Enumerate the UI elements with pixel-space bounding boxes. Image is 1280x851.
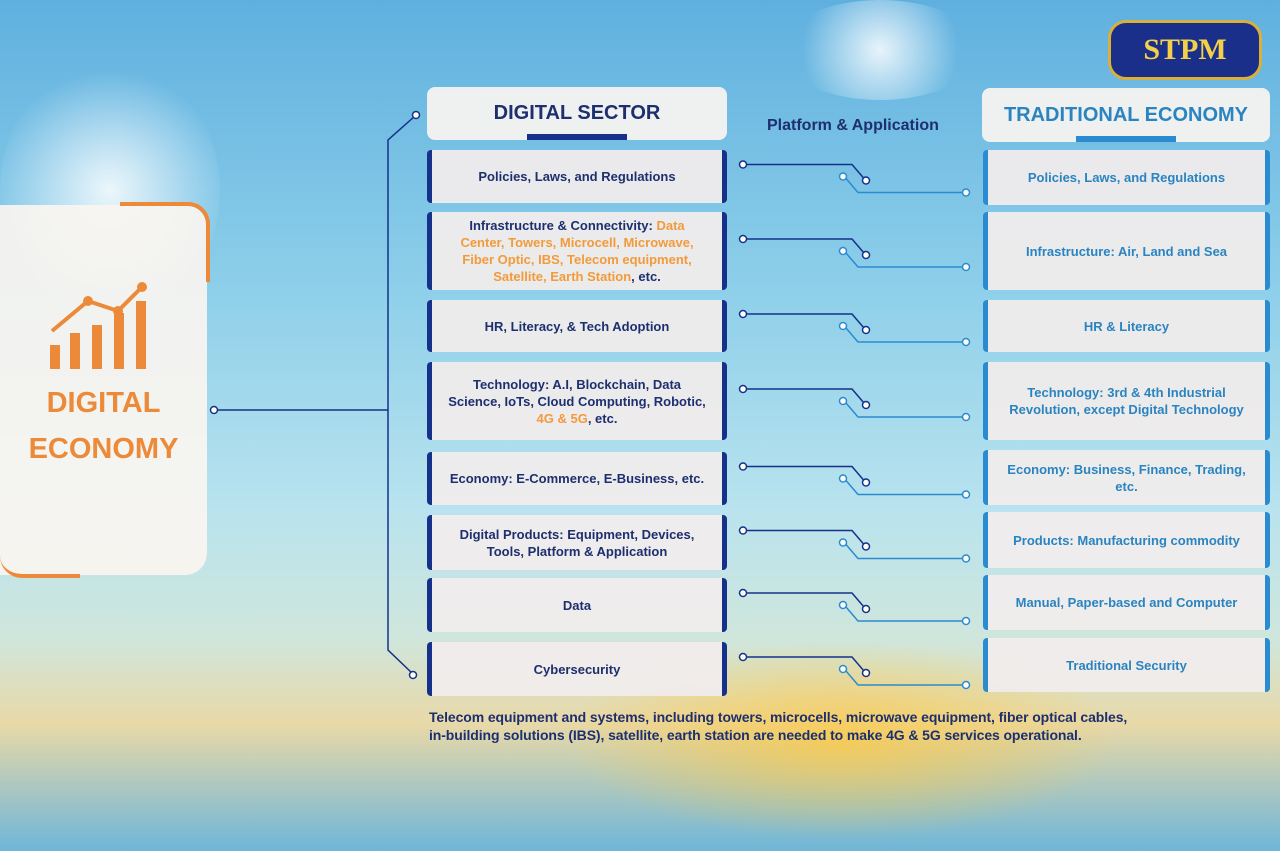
item-text: Technology: A.I, Blockchain, Data Scienc…: [446, 376, 708, 427]
connector-0: [738, 160, 971, 197]
connector-7: [738, 652, 971, 690]
stpm-logo: STPM: [1108, 20, 1262, 80]
item-text: Products: Manufacturing commodity: [1013, 532, 1240, 548]
item-text: Digital Products: Equipment, Devices, To…: [446, 526, 708, 560]
footer-line-2: in-building solutions (IBS), satellite, …: [429, 727, 1082, 743]
trunk-line: [218, 115, 416, 675]
digital-sector-item: Economy: E-Commerce, E-Business, etc.: [427, 452, 727, 505]
item-text-segment: Economy: E-Commerce, E-Business, etc.: [449, 471, 705, 486]
card-corner-accent: [0, 540, 80, 578]
connector-3: [738, 384, 971, 422]
light-glare: [780, 0, 980, 100]
item-text: Infrastructure: Air, Land and Sea: [1025, 243, 1228, 259]
item-text: Infrastructure & Connectivity: Data Cent…: [446, 217, 708, 285]
connector-lines: [209, 110, 971, 690]
item-text-segment: Data: [562, 597, 592, 613]
digital-sector-item: HR, Literacy, & Tech Adoption: [427, 300, 727, 352]
digital-sector-item: Digital Products: Equipment, Devices, To…: [427, 515, 727, 570]
item-text: Policies, Laws, and Regulations: [1027, 170, 1226, 185]
traditional-economy-title: TRADITIONAL ECONOMY: [1003, 104, 1249, 126]
traditional-economy-item: Traditional Security: [983, 638, 1270, 692]
item-text-segment: Cybersecurity: [533, 661, 621, 677]
digital-sector-title: DIGITAL SECTOR: [493, 102, 661, 124]
item-text: Technology: 3rd & 4th Industrial Revolut…: [1009, 385, 1244, 417]
connector-4: [738, 462, 971, 499]
digital-sector-item: Technology: A.I, Blockchain, Data Scienc…: [427, 362, 727, 440]
digital-sector-header: DIGITAL SECTOR: [427, 87, 727, 140]
connector-1: [738, 234, 971, 272]
traditional-economy-item: Infrastructure: Air, Land and Sea: [983, 212, 1270, 290]
item-text-segment: Infrastructure & Connectivity:: [469, 218, 657, 233]
item-text: Cybersecurity: [534, 661, 621, 678]
header-underline: [1076, 136, 1176, 142]
item-text: Traditional Security: [1066, 657, 1187, 673]
card-corner-accent: [120, 202, 210, 282]
digital-sector-item: Infrastructure & Connectivity: Data Cent…: [427, 212, 727, 290]
item-text-segment: Policies, Laws, and Regulations: [478, 169, 676, 184]
item-text: HR & Literacy: [1083, 318, 1170, 334]
traditional-economy-item: Manual, Paper-based and Computer: [983, 575, 1270, 630]
digital-sector-item: Policies, Laws, and Regulations: [427, 150, 727, 203]
traditional-economy-item: Products: Manufacturing commodity: [983, 512, 1270, 568]
connector-5: [738, 526, 971, 563]
digital-label: DIGITAL: [46, 387, 161, 419]
item-text: Economy: Business, Finance, Trading, etc…: [1007, 461, 1246, 494]
traditional-economy-item: HR & Literacy: [983, 300, 1270, 352]
digital-economy-card: DIGITAL ECONOMY: [0, 205, 207, 575]
connector-2: [738, 309, 971, 347]
traditional-economy-item: Economy: Business, Finance, Trading, etc…: [983, 450, 1270, 505]
item-text-segment: Technology: A.I, Blockchain, Data Scienc…: [448, 376, 706, 409]
traditional-economy-header: TRADITIONAL ECONOMY: [982, 88, 1270, 142]
item-text-segment: Digital Products: Equipment, Devices, To…: [459, 526, 695, 559]
digital-sector-item: Cybersecurity: [427, 642, 727, 696]
economy-label: ECONOMY: [28, 433, 179, 465]
footer-line-1: Telecom equipment and systems, including…: [429, 709, 1128, 725]
item-text-segment: , etc.: [587, 410, 618, 426]
header-underline: [527, 134, 627, 140]
highlight-text: Data Center, Towers, Microcell, Microwav…: [460, 218, 694, 284]
traditional-economy-item: Technology: 3rd & 4th Industrial Revolut…: [983, 362, 1270, 440]
item-text-segment: HR, Literacy, & Tech Adoption: [484, 318, 670, 334]
item-text: Manual, Paper-based and Computer: [1015, 595, 1238, 610]
item-text: Economy: E-Commerce, E-Business, etc.: [450, 470, 704, 487]
traditional-economy-item: Policies, Laws, and Regulations: [983, 150, 1270, 205]
rising-bar-chart-icon: [50, 282, 147, 369]
highlight-text: 4G & 5G: [536, 410, 588, 426]
digital-sector-item: Data: [427, 578, 727, 632]
item-text-segment: , etc.: [631, 269, 661, 284]
item-text: HR, Literacy, & Tech Adoption: [485, 318, 670, 335]
item-text: Policies, Laws, and Regulations: [478, 168, 675, 185]
platform-application-label: Platform & Application: [767, 117, 939, 134]
item-text: Data: [563, 597, 591, 614]
connector-6: [738, 588, 971, 626]
